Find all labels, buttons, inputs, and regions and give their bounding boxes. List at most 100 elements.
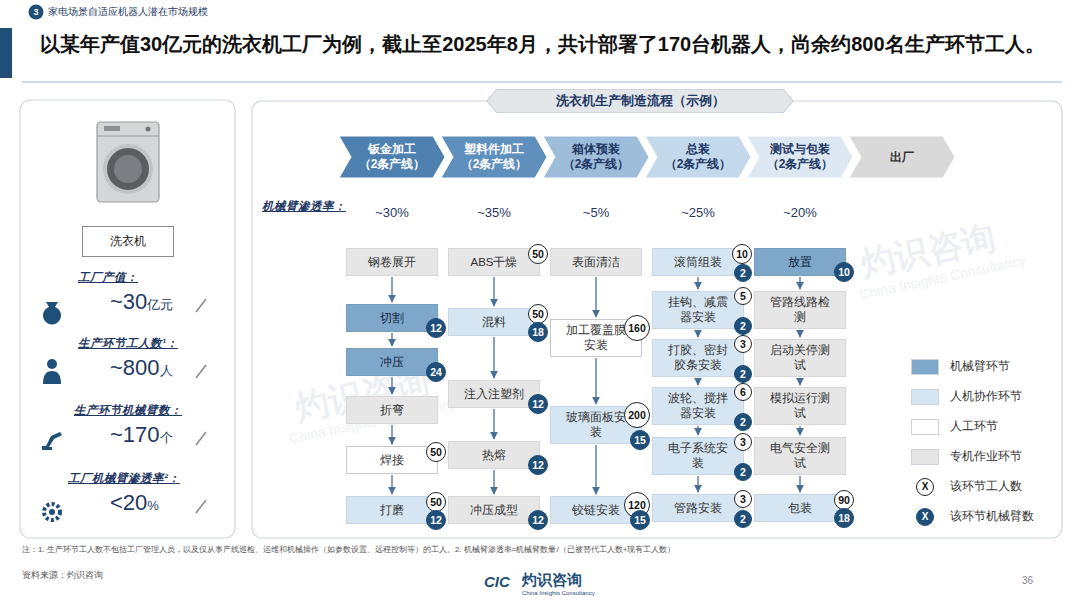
stat-heading: 工厂机械臂渗透率²： [68,473,180,485]
node-text: 洗衣机生产制造流程（示例） [556,93,725,109]
node-text: 2 [740,268,746,279]
shape-fill [543,136,649,178]
legend-text: 机械臂环节 [950,360,1010,374]
worker-count: 10 [732,244,752,264]
node-text: 出厂 [890,150,914,165]
node-text: 钣金加工 （2条产线） [353,142,431,172]
node-text: ABS干燥 [470,255,517,270]
flow-arrow [697,330,698,337]
flow-arrow [391,475,392,494]
flow-arrow [799,378,800,385]
process-step: 加工覆盖膜安装160 [550,319,642,357]
row-heading: 机械臂渗透率： [262,201,346,213]
node-text: 热熔 [482,448,506,463]
node-text: 折弯 [380,403,404,418]
washer-panel-line [97,136,159,137]
node-text: 18 [838,513,850,524]
washer-body [97,122,159,202]
node-text: 切割 [380,311,404,326]
penetration-rate: ~20% [783,206,817,219]
flow-arrow [799,476,800,492]
page-title: 以某年产值30亿元的洗衣机工厂为例，截止至2025年8月，共计部署了170台机器… [40,34,1045,54]
legend-row: 人机协作环节 [910,388,1060,406]
flow-arrow [493,409,494,439]
flow-arrow [493,337,494,378]
section-title: 家电场景自适应机器人潜在市场规模 [48,7,208,17]
right-panel [252,101,1062,538]
process-step: 注入注塑剂12 [448,380,540,408]
flow-arrow [799,426,800,435]
node-text: 焊接 [380,453,404,468]
flow-arrow [391,333,392,346]
node-text: 钢卷展开 [368,255,416,270]
left-panel [20,100,235,538]
flow-arrow [391,277,392,302]
legend-text: 该环节工人数 [950,480,1022,494]
flow-arrow [697,277,698,289]
worker-icon-head [47,359,57,369]
node-text: 3 [740,437,746,448]
legend-text: 人工环节 [950,420,998,434]
node-text: 5 [740,291,746,302]
stage-chevron: 钣金加工 （2条产线） [339,136,445,178]
node-text: 2 [740,417,746,428]
process-step: 冲压成型12 [448,496,540,524]
legend-sample-mark: X [922,512,929,522]
robot-arm-count: 2 [734,264,752,282]
pen-mark [196,432,206,445]
worker-icon-body [43,371,61,384]
robot-arm-count: 12 [426,318,446,338]
robot-arm-count: 2 [734,510,752,528]
node-text: 电子系统安装 [667,441,729,471]
node-text: 包装 [788,501,812,516]
node-text: 2 [740,321,746,332]
node-text: 50 [532,309,544,320]
process-step: 混料5018 [448,308,540,336]
product-label-box: 洗衣机 [82,226,174,257]
robot-arm-count: 15 [630,510,650,530]
legend-swatch [911,389,939,405]
worker-count: 200 [624,402,650,428]
legend-row: 该环节工人数 [910,478,1060,496]
worker-count: 50 [426,442,446,462]
process-step: 打磨5012 [346,496,438,524]
section-dot [29,5,44,20]
node-text: 90 [838,495,850,506]
stat-value: ~170 [110,422,160,447]
penetration-rate: ~25% [681,206,715,219]
flow-arrow [493,277,494,306]
robot-arm-count: 2 [734,365,752,383]
shape-fill [645,136,751,178]
process-step: 放置10 [754,248,846,276]
robot-arm-count: 15 [630,430,650,450]
flow-arrow [697,378,698,385]
flow-arrow [697,426,698,435]
node-text: 50 [430,447,442,458]
node-text: 铰链安装 [572,503,620,518]
node-text: 塑料件加工 （2条产线） [455,142,533,172]
stat-heading: 生产环节机械臂数： [74,405,182,417]
node-text: 12 [430,323,442,334]
node-text: 2 [740,369,746,380]
worker-count: 90 [834,490,854,510]
legend-swatch [911,449,939,465]
robot-arm-count: 12 [426,510,446,530]
process-step: 管路安装32 [652,494,744,522]
stage-chevron: 出厂 [849,136,955,178]
header-band: 洗衣机生产制造流程（示例） [487,89,793,113]
node-text: 120 [628,500,646,511]
node-text: 玻璃面板安装 [565,410,627,440]
process-step: 折弯 [346,396,438,424]
node-text: 启动关停测试 [769,343,831,373]
legend-text: 该环节机械臂数 [950,510,1034,524]
penetration-rate: ~30% [375,206,409,219]
robot-arm-count: 2 [734,413,752,431]
robot-arm-count: 2 [734,463,752,481]
worker-count: 160 [624,315,650,341]
pen-mark [196,500,206,513]
node-text: 测试与包装 （2条产线） [761,142,839,172]
process-step: 打胶、密封胶条安装32 [652,339,744,377]
robot-arm-count: 18 [834,508,854,528]
node-text: 箱体预装 （2条产线） [557,142,635,172]
node-text: 管路安装 [674,501,722,516]
